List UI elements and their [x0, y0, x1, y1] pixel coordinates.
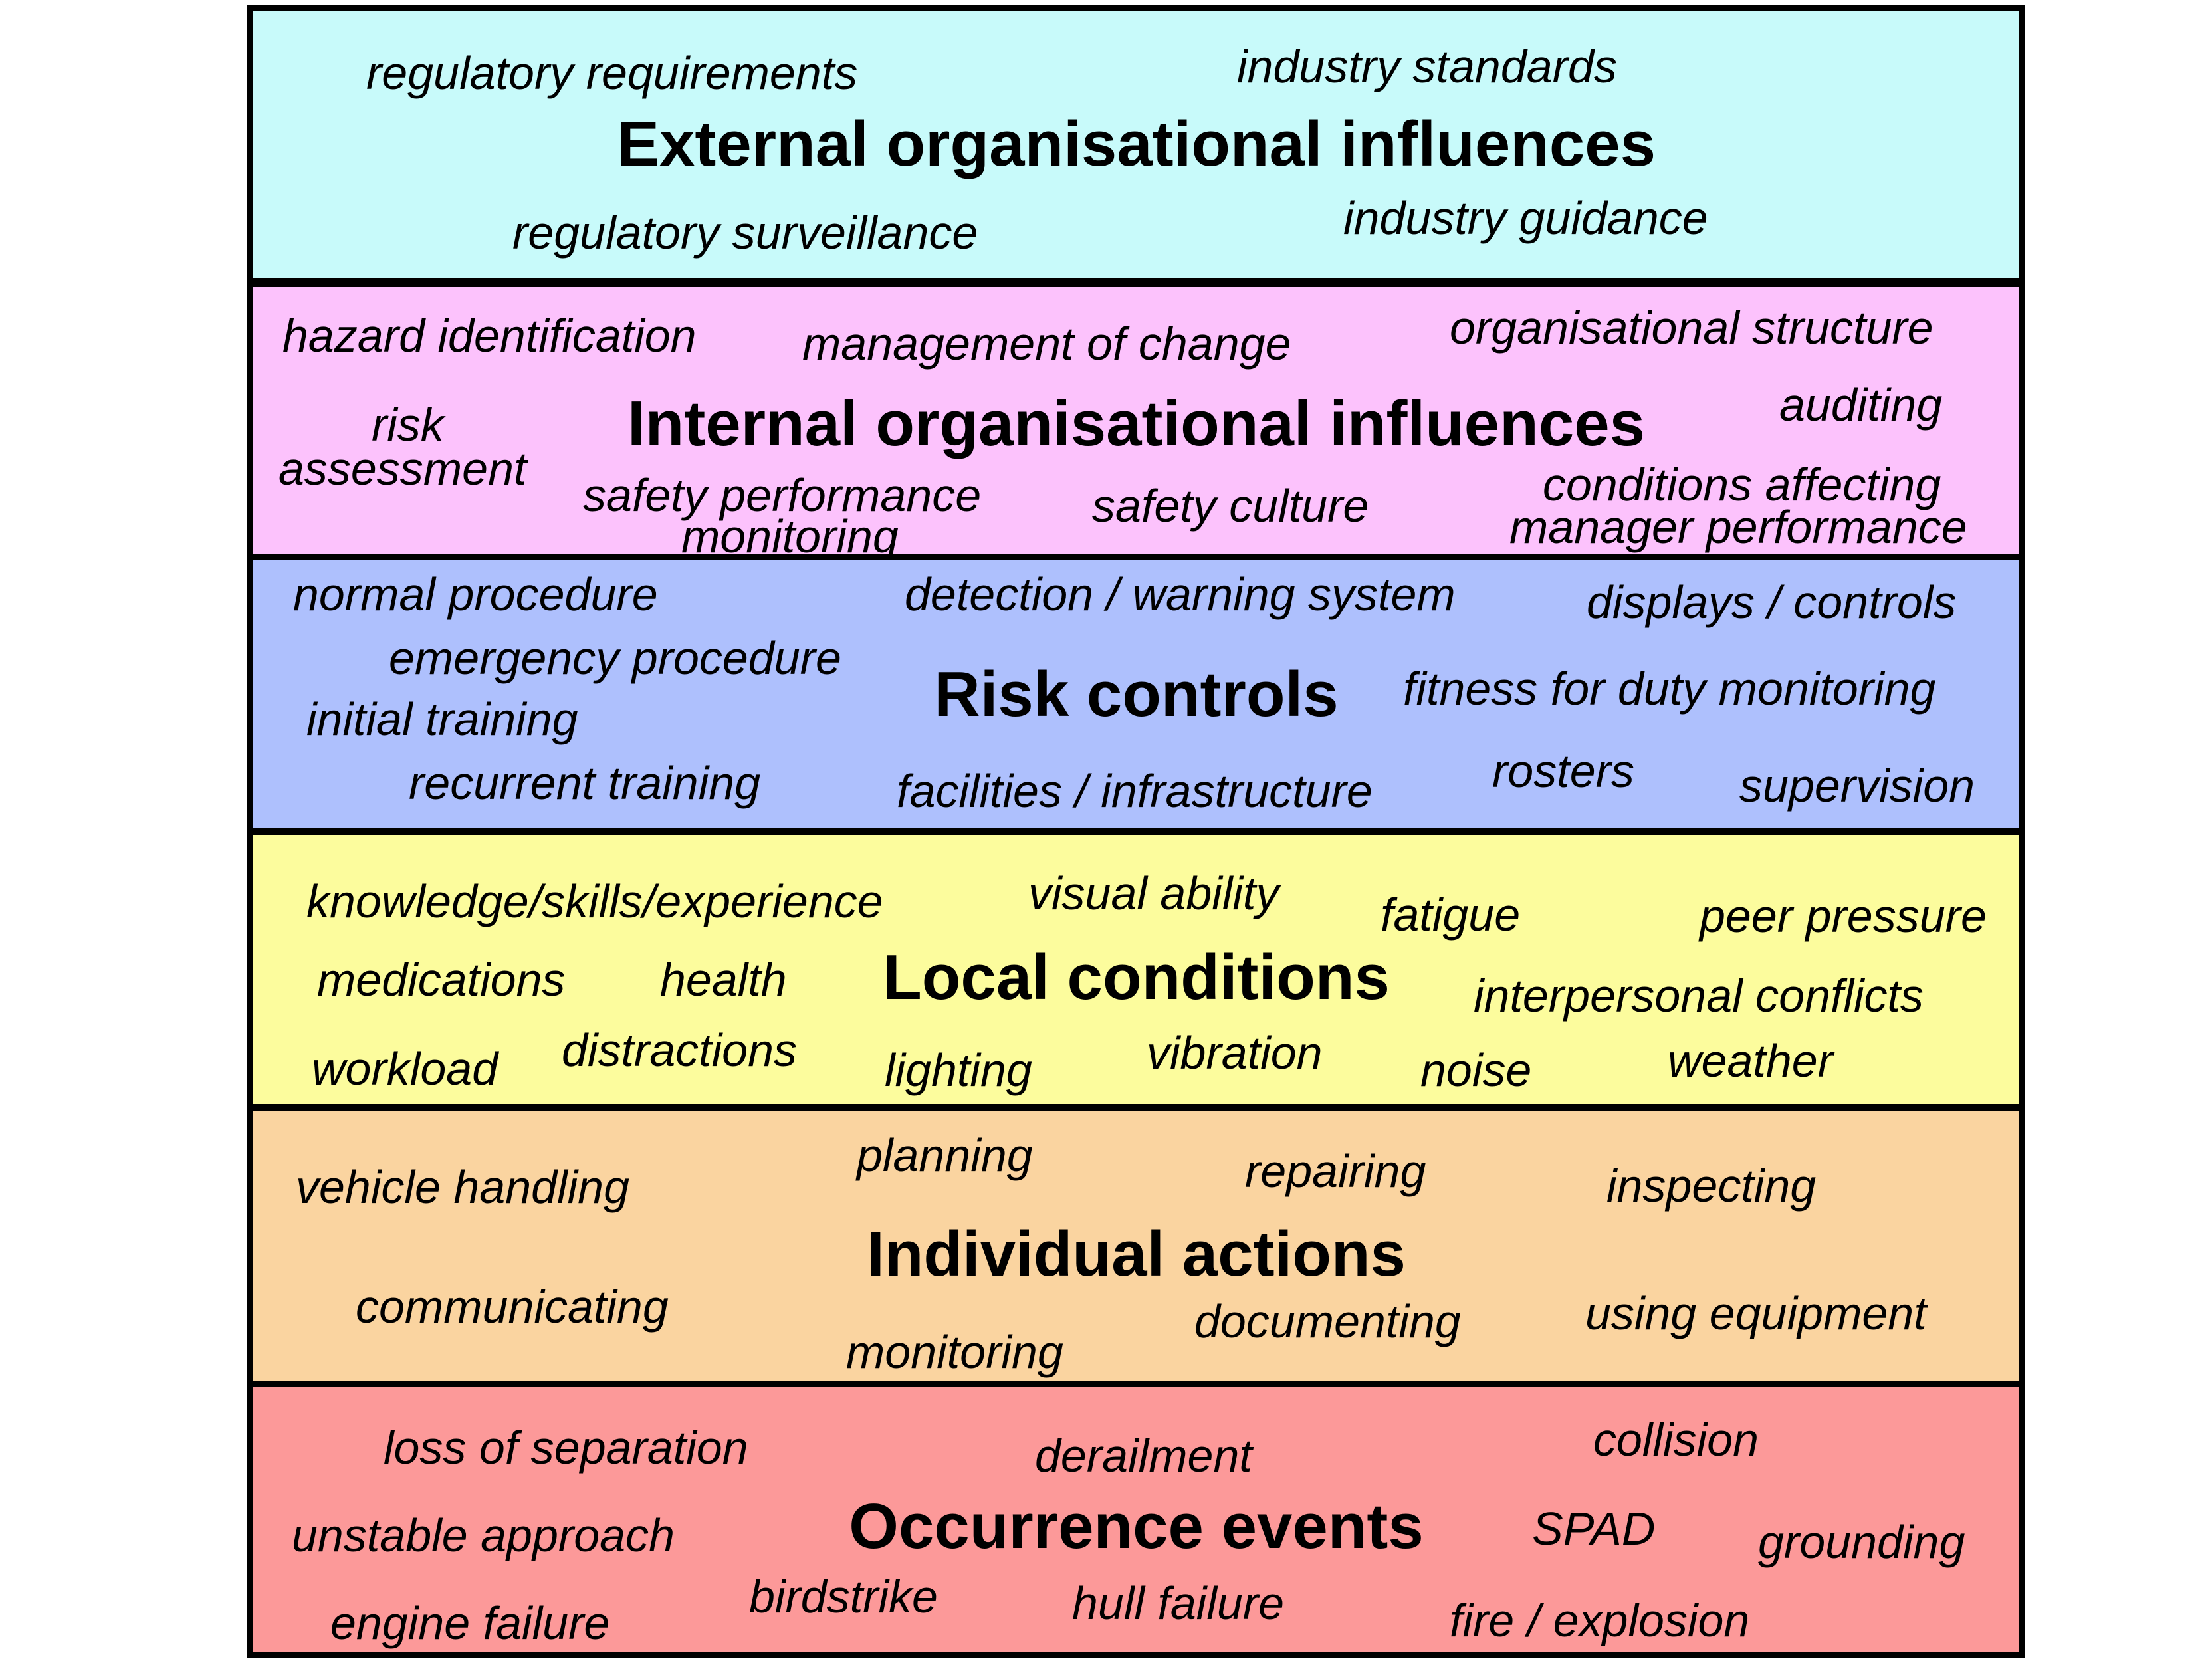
term-lighting: lighting [885, 1044, 1032, 1096]
term-health: health [660, 954, 787, 1006]
band-individual-actions: vehicle handling planning repairing insp… [247, 1105, 2025, 1387]
term-recurrent-training: recurrent training [409, 757, 761, 809]
term-safety-performance: safety performance [583, 469, 982, 521]
term-workload: workload [312, 1043, 498, 1095]
term-spad: SPAD [1532, 1503, 1656, 1555]
term-fire-explosion: fire / explosion [1450, 1595, 1750, 1646]
term-unstable-approach: unstable approach [292, 1509, 675, 1561]
term-safety-culture: safety culture [1092, 480, 1369, 532]
term-monitoring: monitoring [846, 1326, 1063, 1378]
term-knowledge-skills-experience: knowledge/skills/experience [306, 875, 883, 927]
term-monitoring: monitoring [681, 510, 899, 562]
term-facilities-infrastructure: facilities / infrastructure [897, 765, 1373, 817]
band-internal-organisational-influences: hazard identification management of chan… [247, 281, 2025, 560]
term-repairing: repairing [1245, 1145, 1426, 1197]
band-title: Local conditions [883, 942, 1390, 1013]
band-title: External organisational influences [616, 108, 1656, 179]
term-emergency-procedure: emergency procedure [389, 632, 841, 684]
term-vibration: vibration [1147, 1027, 1323, 1079]
term-documenting: documenting [1194, 1295, 1461, 1347]
term-planning: planning [857, 1129, 1033, 1181]
term-peer-pressure: peer pressure [1700, 890, 1987, 942]
term-hazard-identification: hazard identification [282, 310, 697, 362]
term-medications: medications [317, 954, 566, 1006]
band-title: Occurrence events [849, 1491, 1424, 1562]
term-interpersonal-conflicts: interpersonal conflicts [1474, 970, 1924, 1022]
term-visual-ability: visual ability [1028, 867, 1279, 919]
term-rosters: rosters [1492, 745, 1634, 797]
band-title: Risk controls [934, 659, 1339, 730]
term-conditions-affecting: conditions affecting [1543, 459, 1941, 510]
term-normal-procedure: normal procedure [293, 568, 658, 620]
term-hull-failure: hull failure [1072, 1577, 1285, 1629]
band-risk-controls: normal procedure detection / warning sys… [247, 554, 2025, 834]
term-fitness-for-duty-monitoring: fitness for duty monitoring [1403, 663, 1936, 715]
term-displays-controls: displays / controls [1587, 576, 1957, 628]
term-vehicle-handling: vehicle handling [296, 1161, 630, 1213]
term-management-of-change: management of change [802, 318, 1291, 370]
layered-influence-diagram: regulatory requirements industry standar… [247, 5, 2025, 1658]
band-title: Individual actions [867, 1218, 1406, 1289]
term-detection-warning-system: detection / warning system [905, 568, 1456, 620]
term-initial-training: initial training [306, 693, 578, 745]
term-supervision: supervision [1739, 760, 1975, 812]
band-external-organisational-influences: regulatory requirements industry standar… [247, 5, 2025, 284]
band-occurrence-events: loss of separation derailment collision … [247, 1381, 2025, 1658]
term-inspecting: inspecting [1606, 1160, 1817, 1212]
band-title: Internal organisational influences [627, 388, 1645, 459]
term-regulatory-surveillance: regulatory surveillance [512, 207, 978, 259]
term-weather: weather [1668, 1035, 1834, 1087]
term-noise: noise [1420, 1044, 1532, 1096]
term-risk: risk [372, 399, 444, 451]
term-loss-of-separation: loss of separation [384, 1422, 748, 1474]
term-fatigue: fatigue [1381, 889, 1521, 941]
term-manager-performance: manager performance [1509, 501, 1967, 553]
term-communicating: communicating [356, 1281, 669, 1333]
term-birdstrike: birdstrike [749, 1571, 938, 1622]
term-grounding: grounding [1758, 1516, 1965, 1568]
term-distractions: distractions [562, 1024, 798, 1076]
term-auditing: auditing [1779, 379, 1943, 431]
term-derailment: derailment [1035, 1430, 1252, 1482]
term-assessment: assessment [278, 443, 527, 495]
term-collision: collision [1593, 1414, 1759, 1466]
term-using-equipment: using equipment [1585, 1287, 1927, 1339]
term-regulatory-requirements: regulatory requirements [366, 47, 858, 99]
term-organisational-structure: organisational structure [1450, 302, 1934, 354]
term-industry-standards: industry standards [1237, 41, 1617, 92]
band-local-conditions: knowledge/skills/experience visual abili… [247, 830, 2025, 1110]
term-industry-guidance: industry guidance [1343, 192, 1708, 244]
term-engine-failure: engine failure [330, 1597, 610, 1649]
